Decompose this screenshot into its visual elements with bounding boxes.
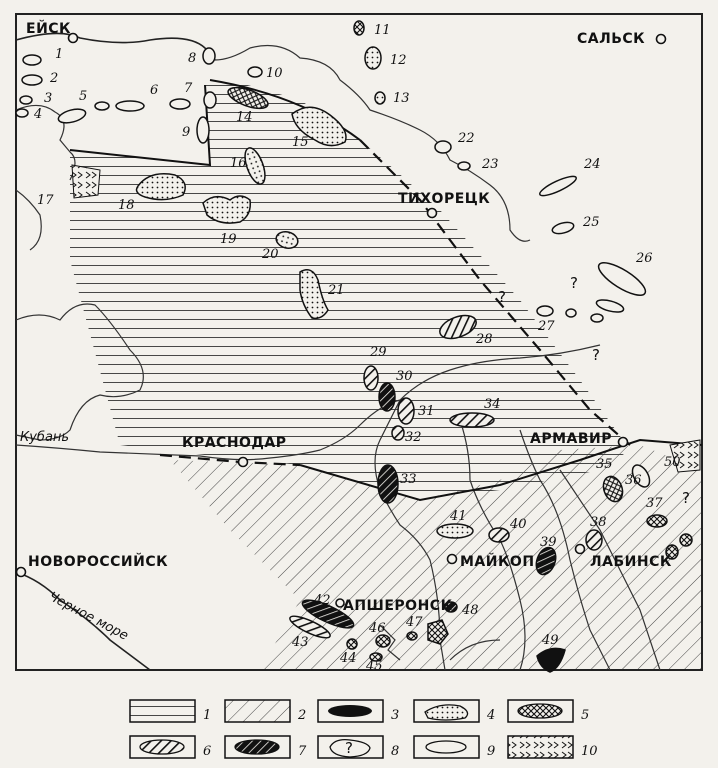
svg-text:14: 14 (236, 110, 253, 125)
svg-text:?: ? (345, 739, 353, 757)
svg-text:32: 32 (405, 430, 422, 445)
svg-text:?: ? (570, 274, 578, 292)
svg-text:40: 40 (509, 517, 527, 532)
svg-text:31: 31 (418, 404, 435, 419)
svg-text:4: 4 (486, 708, 495, 723)
svg-text:50: 50 (664, 455, 681, 470)
svg-text:3: 3 (44, 91, 52, 106)
svg-text:43: 43 (291, 635, 309, 650)
svg-text:17: 17 (37, 193, 54, 208)
map-frame (15, 13, 703, 671)
svg-text:20: 20 (261, 247, 279, 262)
svg-text:38: 38 (590, 515, 607, 530)
svg-text:4: 4 (33, 107, 42, 122)
svg-text:11: 11 (374, 23, 391, 38)
boundary-zone2 (299, 438, 703, 502)
svg-text:?: ? (498, 288, 506, 306)
svg-text:24: 24 (583, 157, 601, 172)
svg-text:7: 7 (184, 81, 193, 96)
svg-text:8: 8 (188, 51, 196, 66)
boundary-arc (209, 79, 361, 141)
svg-text:12: 12 (390, 53, 407, 68)
legend: 1 2 3 4 5 6 7 ? 8 9 10 (129, 699, 598, 759)
svg-text:ЕЙСК: ЕЙСК (26, 20, 71, 37)
chevron-zone-17 (71, 164, 101, 199)
cities: ЕЙСК САЛЬСК ТИХОРЕЦК КРАСНОДАР АРМАВИР Н… (15, 20, 672, 614)
svg-text:АРМАВИР: АРМАВИР (530, 431, 612, 447)
svg-text:НОВОРОССИЙСК: НОВОРОССИЙСК (28, 553, 168, 570)
svg-text:ЛАБИНСК: ЛАБИНСК (590, 554, 672, 570)
svg-text:25: 25 (582, 215, 600, 230)
svg-text:8: 8 (391, 744, 399, 759)
zone-1-area (70, 80, 630, 500)
svg-text:МАЙКОП: МАЙКОП (460, 553, 535, 570)
svg-text:САЛЬСК: САЛЬСК (577, 31, 645, 47)
svg-text:44: 44 (339, 651, 357, 666)
svg-text:37: 37 (646, 496, 663, 511)
svg-text:7: 7 (298, 744, 307, 759)
question-marks: ? ? ? ? (498, 274, 690, 507)
svg-text:5: 5 (79, 89, 87, 104)
svg-text:42: 42 (313, 593, 331, 608)
svg-text:ТИХОРЕЦК: ТИХОРЕЦК (398, 191, 490, 207)
rivers (15, 32, 661, 671)
svg-text:28: 28 (475, 332, 493, 347)
svg-text:35: 35 (596, 457, 613, 472)
svg-text:1: 1 (55, 47, 63, 62)
svg-text:29: 29 (369, 345, 387, 360)
svg-text:?: ? (592, 346, 600, 364)
svg-text:АПШЕРОНСК: АПШЕРОНСК (343, 598, 453, 614)
svg-text:36: 36 (625, 473, 642, 488)
svg-text:10: 10 (266, 66, 283, 81)
svg-text:13: 13 (393, 91, 410, 106)
svg-text:16: 16 (230, 156, 247, 171)
svg-text:47: 47 (405, 615, 423, 630)
svg-text:45: 45 (365, 659, 383, 674)
svg-text:15: 15 (292, 135, 309, 150)
svg-text:27: 27 (537, 319, 555, 334)
svg-text:10: 10 (581, 744, 598, 759)
svg-text:?: ? (682, 489, 690, 507)
black-sea-label: Черное море (46, 589, 131, 643)
svg-text:26: 26 (635, 251, 653, 266)
svg-text:34: 34 (484, 397, 501, 412)
svg-text:33: 33 (400, 472, 417, 487)
svg-text:5: 5 (581, 708, 589, 723)
svg-text:46: 46 (368, 621, 386, 636)
boundary-dashed-ne (359, 139, 631, 446)
svg-text:2: 2 (49, 71, 58, 86)
svg-text:6: 6 (203, 744, 211, 759)
svg-text:3: 3 (391, 708, 399, 723)
svg-text:39: 39 (540, 535, 557, 550)
svg-text:2: 2 (297, 708, 306, 723)
field-number-labels: 1 2 3 4 5 6 7 8 9 10 11 12 13 14 15 16 1… (33, 23, 681, 674)
svg-text:9: 9 (487, 744, 495, 759)
svg-text:30: 30 (396, 369, 413, 384)
kuban-river-label: Кубань (20, 430, 69, 445)
svg-text:9: 9 (182, 125, 190, 140)
svg-text:1: 1 (203, 708, 211, 723)
boundary-west-n (69, 84, 212, 167)
svg-text:23: 23 (481, 157, 499, 172)
svg-text:48: 48 (461, 603, 479, 618)
chevron-zone-50 (669, 439, 701, 473)
svg-text:41: 41 (449, 509, 467, 524)
svg-text:6: 6 (150, 83, 158, 98)
svg-text:19: 19 (220, 232, 237, 247)
zone-2-area (170, 445, 702, 670)
fields (15, 20, 693, 673)
svg-text:49: 49 (541, 633, 559, 648)
svg-text:21: 21 (327, 283, 345, 298)
svg-text:КРАСНОДАР: КРАСНОДАР (182, 435, 287, 451)
svg-text:22: 22 (457, 131, 475, 146)
svg-text:18: 18 (118, 198, 135, 213)
